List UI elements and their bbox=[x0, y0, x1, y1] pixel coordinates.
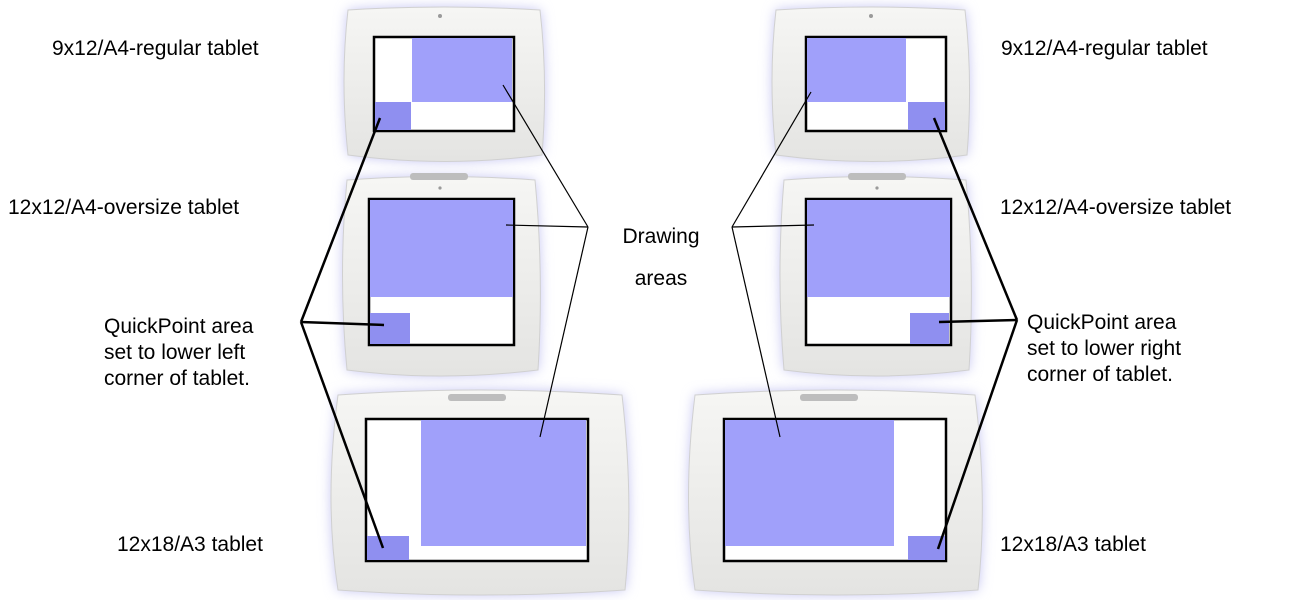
left-regular-drawing-area bbox=[412, 38, 512, 102]
left-oversize-drawing-area bbox=[370, 200, 513, 297]
right-regular-quickpoint-area bbox=[908, 102, 945, 130]
right-regular-tablet-label: 9x12/A4-regular tablet bbox=[1001, 37, 1208, 60]
left-regular-quickpoint-area bbox=[375, 102, 411, 130]
left-oversize-tablet-label: 12x12/A4-oversize tablet bbox=[8, 196, 240, 219]
right-oversize-tablet-label: 12x12/A4-oversize tablet bbox=[1000, 196, 1232, 219]
right-quickpoint-line-3: corner of tablet. bbox=[1027, 363, 1173, 386]
right-quickpoint-line-2: set to lower right bbox=[1027, 337, 1182, 360]
drawing-areas-line-2: areas bbox=[634, 267, 688, 290]
right-quickpoint-line-1: QuickPoint area bbox=[1027, 311, 1177, 334]
right-a3-drawing-area bbox=[725, 420, 894, 546]
left-a3-quickpoint-area bbox=[367, 536, 409, 560]
left-a3-drawing-area bbox=[421, 420, 586, 546]
drawing-areas-callout-lines bbox=[502, 84, 815, 438]
left-regular-tablet bbox=[343, 6, 546, 162]
right-oversize-drawing-area bbox=[807, 200, 950, 297]
quickpoint-callout-lines bbox=[299, 117, 1019, 550]
left-quickpoint-line-2: set to lower left bbox=[104, 341, 246, 364]
drawing-areas-line-1: Drawing bbox=[622, 225, 700, 248]
right-oversize-quickpoint-area bbox=[910, 313, 949, 344]
left-quickpoint-label: QuickPoint area set to lower left corner… bbox=[104, 314, 304, 392]
right-a3-tablet bbox=[688, 389, 983, 596]
right-regular-drawing-area bbox=[807, 38, 906, 102]
right-a3-tablet-label: 12x18/A3 tablet bbox=[1000, 533, 1146, 556]
left-regular-tablet-label: 9x12/A4-regular tablet bbox=[52, 37, 259, 60]
right-oversize-tablet bbox=[779, 173, 972, 377]
left-oversize-tablet bbox=[342, 173, 541, 377]
left-oversize-quickpoint-area bbox=[370, 313, 410, 344]
drawing-areas-label: Drawing areas bbox=[606, 216, 716, 300]
left-quickpoint-line-3: corner of tablet. bbox=[104, 367, 250, 390]
left-quickpoint-line-1: QuickPoint area bbox=[104, 315, 254, 338]
right-quickpoint-label: QuickPoint area set to lower right corne… bbox=[1027, 310, 1227, 388]
right-regular-tablet bbox=[771, 6, 971, 162]
left-a3-tablet bbox=[330, 389, 630, 596]
left-a3-tablet-label: 12x18/A3 tablet bbox=[117, 533, 263, 556]
